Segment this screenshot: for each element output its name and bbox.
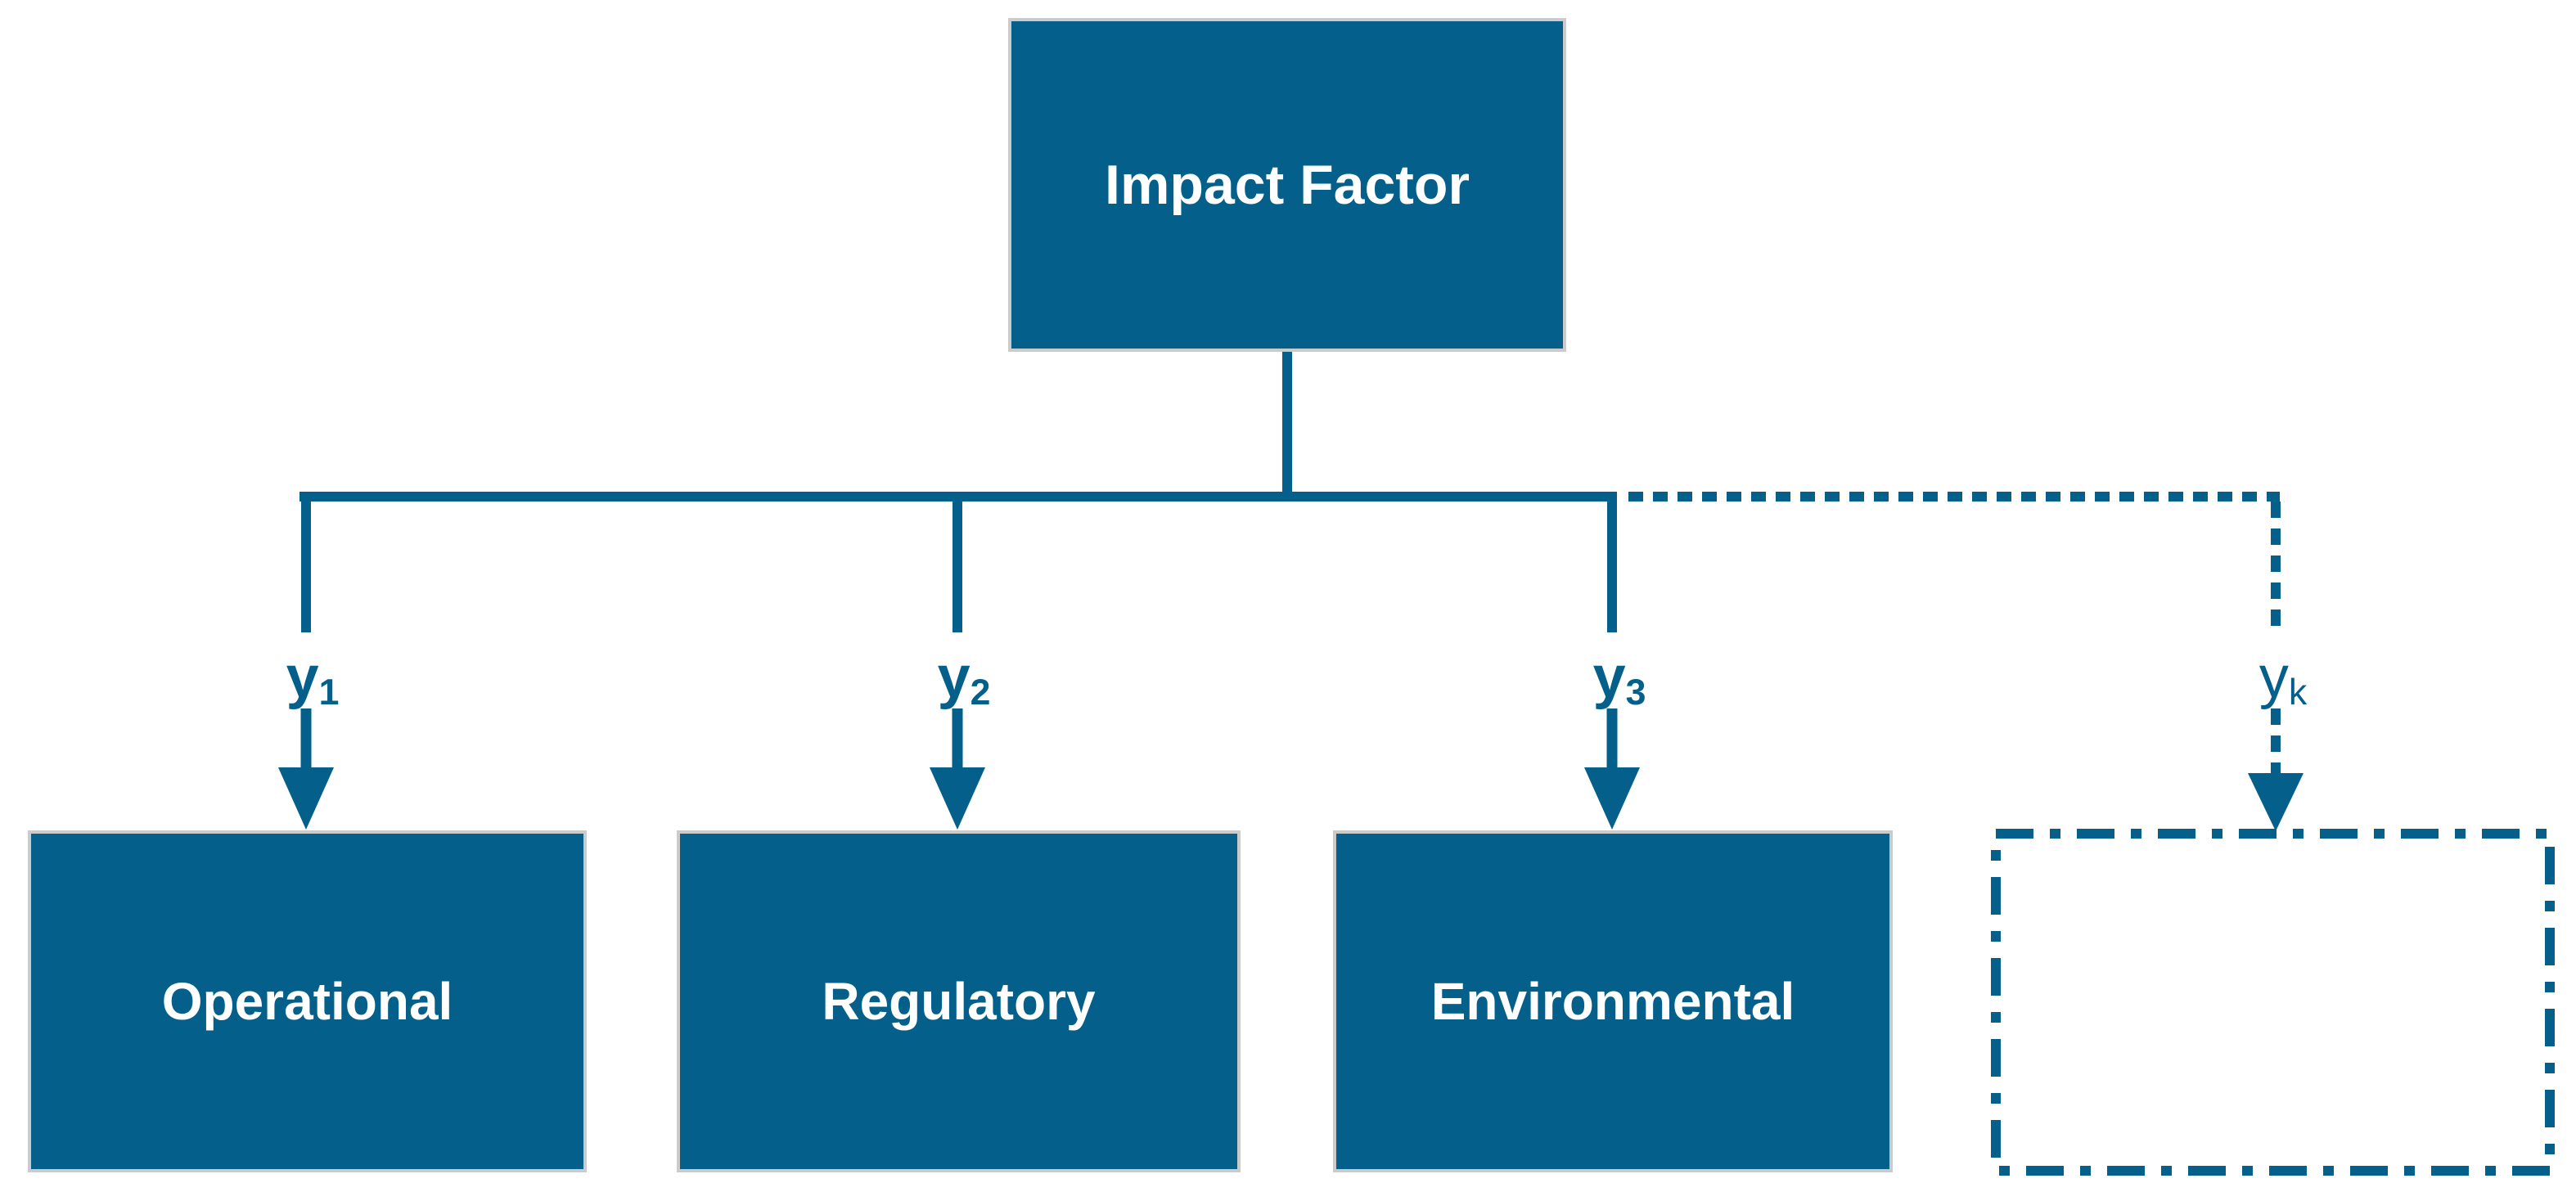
node-impact-factor: Impact Factor [1008, 18, 1566, 352]
node-placeholder [1991, 829, 2555, 1176]
node-environmental: Environmental [1333, 830, 1893, 1172]
branch-label-y1-base: y [286, 645, 319, 710]
node-regulatory: Regulatory [677, 830, 1241, 1172]
branch-label-yk: yk [2259, 648, 2307, 712]
branch-label-y1: y1 [286, 648, 340, 712]
branch-arrow-yk [2248, 502, 2304, 831]
branch-label-y3-sub: 3 [1625, 672, 1646, 713]
branch-label-y3: y3 [1593, 648, 1646, 712]
branch-label-y1-sub: 1 [318, 672, 340, 713]
branch-label-yk-sub: k [2288, 672, 2308, 713]
branch-arrow-y1 [278, 492, 334, 830]
branch-arrow-y2 [930, 492, 985, 830]
branch-label-y3-base: y [1592, 645, 1626, 710]
branch-label-y2-base: y [937, 645, 971, 710]
node-operational: Operational [28, 830, 587, 1172]
branch-arrow-y3 [1584, 492, 1640, 830]
branch-label-y2: y2 [938, 648, 991, 712]
placeholder-box-outline [1991, 829, 2555, 1176]
branch-label-y2-sub: 2 [970, 672, 991, 713]
branch-label-yk-base: y [2259, 645, 2289, 710]
